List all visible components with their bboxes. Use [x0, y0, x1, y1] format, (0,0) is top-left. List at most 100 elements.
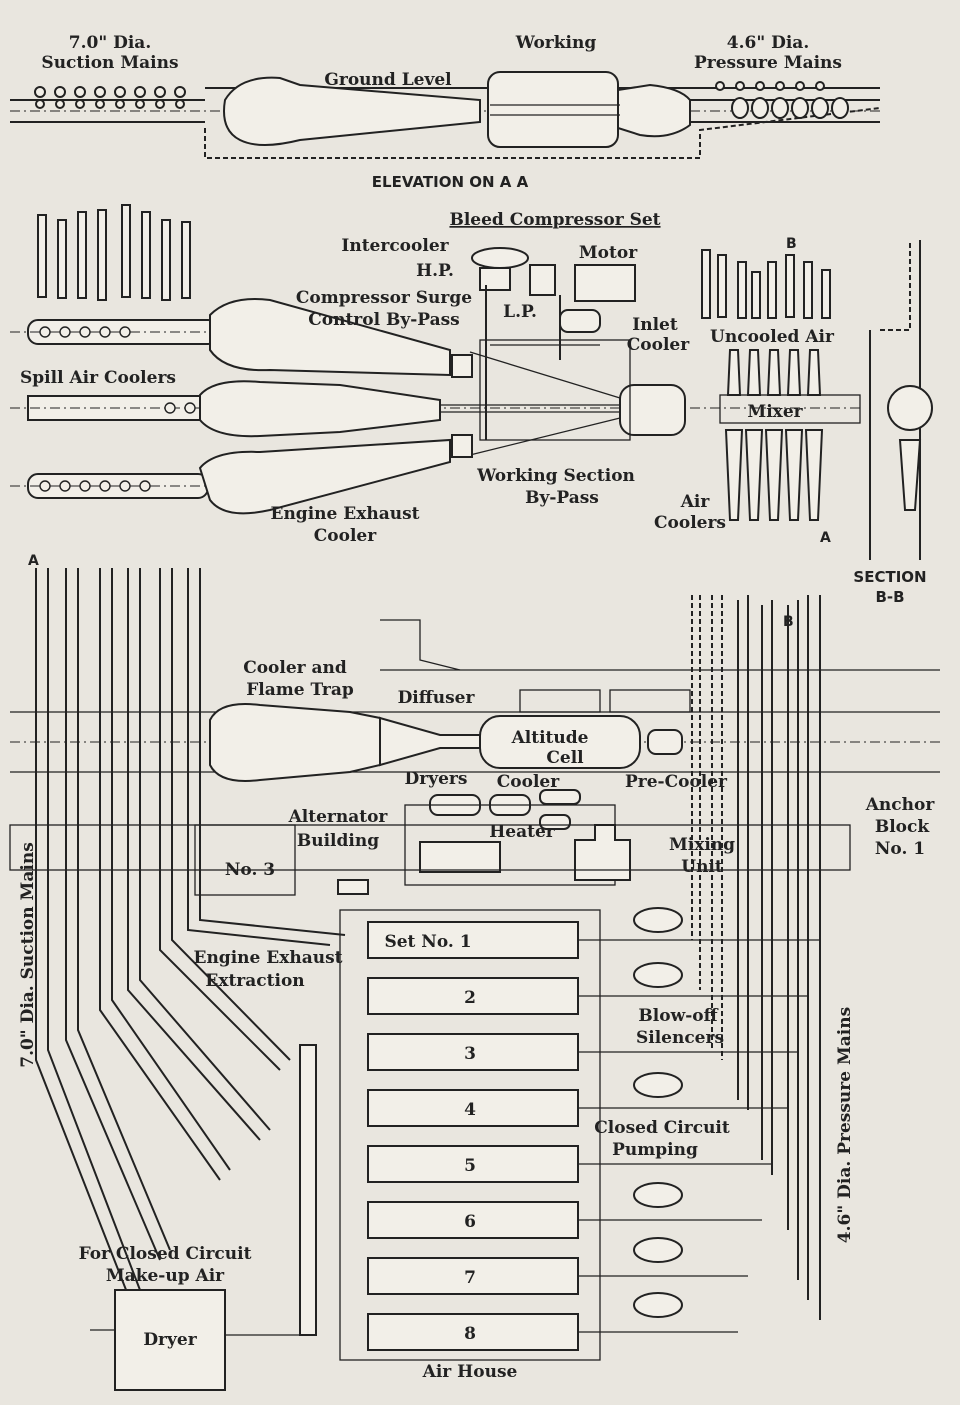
extraction-label-1: Engine Exhaust [193, 948, 342, 968]
lp-label: L.P. [503, 302, 537, 322]
section-bb-label-1: SECTION [853, 568, 926, 586]
mixing-unit [574, 824, 631, 881]
cooler-flame-trap [209, 703, 381, 782]
makeup-air-label-2: Make-up Air [106, 1266, 225, 1286]
surge-label-2: Control By-Pass [308, 310, 460, 330]
uncooled-air-label: Uncooled Air [710, 327, 835, 347]
section-mark-a-low: A [28, 553, 39, 569]
pressure-mains-dashed [691, 595, 723, 1060]
mixer-label: Mixer [747, 402, 803, 422]
altitude-cell [479, 715, 641, 769]
hp-label: H.P. [416, 261, 454, 281]
ws-bypass-label-1: Working Section [476, 466, 635, 486]
engine-exhaust-cooler-label-2: Cooler [314, 526, 377, 546]
set-label-1: Set No. 1 [384, 932, 471, 952]
pressure-mains-vertical-label: 4.6" Dia. Pressure Mains [835, 1007, 855, 1243]
spill-air-coolers-label: Spill Air Coolers [20, 368, 176, 388]
dryers-label: Dryers [405, 769, 468, 789]
pressure-mains-top-label: Pressure Mains [694, 53, 842, 73]
mixing-unit-label-2: Unit [681, 857, 723, 877]
section-mark-b-top: B [786, 236, 797, 252]
anchor-block-label-2: Block [875, 817, 931, 837]
motor-label: Motor [579, 243, 638, 263]
inlet-label-1: Inlet [632, 315, 678, 335]
set-3 [367, 1033, 579, 1071]
cooler-trap-label-2: Flame Trap [246, 680, 354, 700]
set-label-2: 2 [464, 988, 476, 1008]
inlet-label-2: Cooler [627, 335, 690, 355]
ground-outline [204, 107, 881, 159]
set-outlet-pipes [578, 939, 820, 1333]
alternator-box [419, 841, 501, 873]
air-mixer-group [719, 349, 861, 521]
heater-label: Heater [489, 822, 556, 842]
set-7 [367, 1257, 579, 1295]
no3-label: No. 3 [225, 860, 275, 880]
blowoff-label-2: Silencers [636, 1028, 724, 1048]
extraction-label-2: Extraction [205, 971, 304, 991]
diffuser-label: Diffuser [398, 688, 476, 708]
cooler-trap-label-1: Cooler and [243, 658, 347, 678]
pressure-mains-lines [737, 595, 821, 1320]
engine-exhaust-cooler-label-1: Engine Exhaust [270, 504, 419, 524]
stacked-pipes-left [37, 204, 191, 301]
set-labels: Set No. 1 2 3 4 5 6 7 8 [384, 932, 476, 1344]
pre-cooler-label: Pre-Cooler [625, 772, 728, 792]
section-mark-b-low: B [783, 614, 794, 630]
section-bb [869, 240, 933, 560]
spill-cooler-upper [209, 298, 451, 377]
set-label-7: 7 [464, 1268, 476, 1288]
set-label-8: 8 [464, 1324, 476, 1344]
ws-bypass-label-2: By-Pass [525, 488, 599, 508]
intercooler [471, 247, 529, 269]
altitude-cell-label-2: Cell [546, 748, 584, 768]
suction-mains-top-dia: 7.0" Dia. [69, 33, 152, 53]
closed-circuit-label-2: Pumping [612, 1140, 698, 1160]
alternator-label-2: Building [297, 831, 379, 851]
section-mark-a-mid: A [820, 530, 831, 546]
elevation-section: 7.0" Dia. Suction Mains Working 4.6" Dia… [10, 33, 881, 191]
elevation-title: ELEVATION ON A A [372, 173, 529, 191]
surge-label-1: Compressor Surge [296, 288, 472, 308]
motor-box [574, 264, 636, 302]
ground-level-label: Ground Level [324, 70, 452, 90]
set-5 [367, 1145, 579, 1183]
stacked-pipes-right [701, 249, 831, 319]
set-4 [367, 1089, 579, 1127]
anchor-block-label-1: Anchor [865, 795, 936, 815]
working-section-elevation [487, 71, 619, 148]
dryer-box [114, 1289, 226, 1391]
engine-exhaust-cooler [199, 380, 441, 438]
plan-section: Bleed Compressor Set Intercooler H.P. Mo… [10, 204, 933, 606]
mixing-unit-label-1: Mixing [669, 835, 735, 855]
section-bb-label-2: B-B [875, 588, 904, 606]
blowoff-silencers [633, 907, 683, 1318]
air-house-label: Air House [422, 1362, 518, 1382]
suction-mains-top-label: Suction Mains [41, 53, 178, 73]
bleed-compressor-label: Bleed Compressor Set [449, 210, 660, 230]
cooler-label: Cooler [497, 772, 560, 792]
elevation-suction-valves [34, 86, 186, 109]
set-label-6: 6 [464, 1212, 476, 1232]
elevation-pressure-valves [715, 81, 849, 119]
altitude-cell-label-1: Altitude [511, 728, 589, 748]
diffuser [379, 716, 481, 767]
anchor-block-label-3: No. 1 [875, 839, 925, 859]
air-coolers-label-1: Air [680, 492, 711, 512]
pressure-mains-top-dia: 4.6" Dia. [727, 33, 810, 53]
set-label-4: 4 [464, 1100, 476, 1120]
working-section-label-1: Working [515, 33, 597, 53]
spill-cooler-lower [198, 438, 451, 515]
dryer-label: Dryer [143, 1330, 197, 1350]
elevation-cooler [223, 76, 481, 146]
makeup-air-label-1: For Closed Circuit [79, 1244, 252, 1264]
set-label-3: 3 [464, 1044, 476, 1064]
working-section-plan [619, 384, 686, 436]
closed-circuit-label-1: Closed Circuit [594, 1118, 730, 1138]
site-plan: Cooler and Flame Trap Diffuser Altitude … [9, 553, 940, 1391]
suction-mains-vertical-label: 7.0" Dia. Suction Mains [18, 842, 38, 1068]
air-coolers-label-2: Coolers [654, 513, 726, 533]
set-label-5: 5 [464, 1156, 476, 1176]
